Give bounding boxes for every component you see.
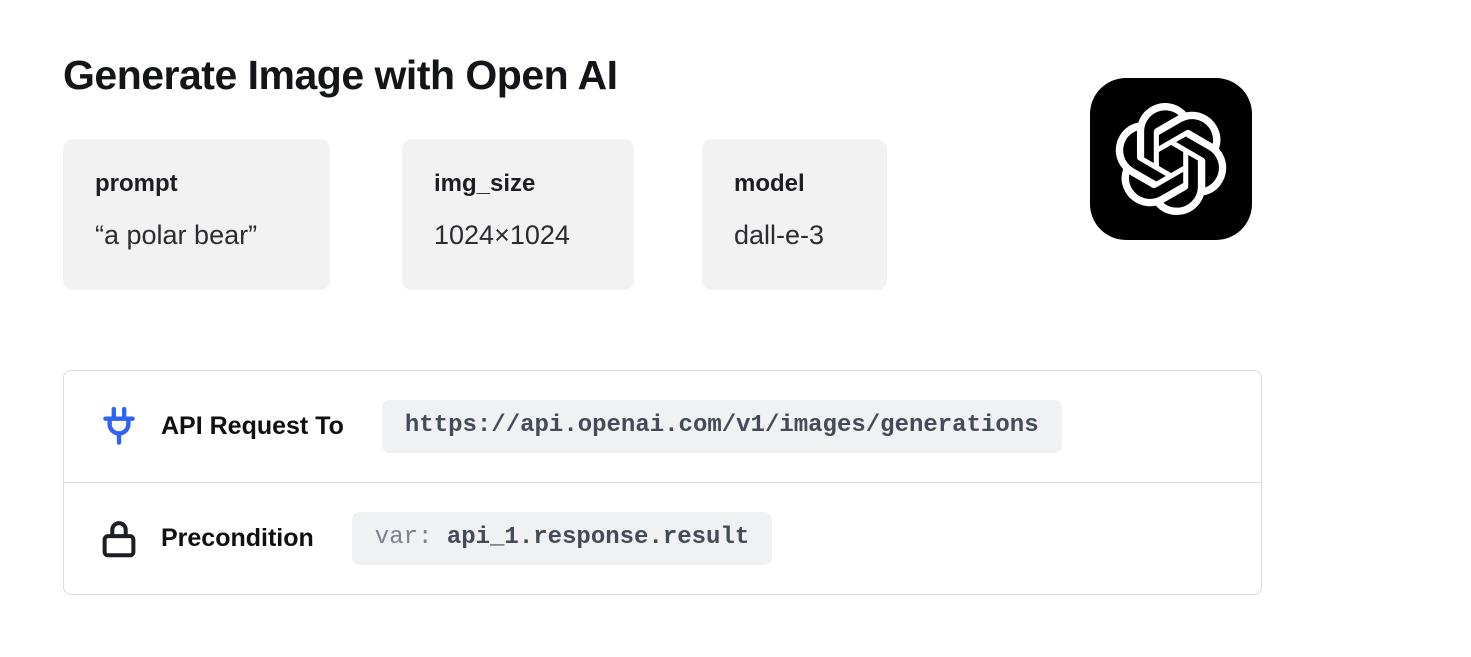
param-value: 1024×1024 — [434, 220, 570, 250]
var-prefix: var: — [374, 524, 447, 552]
param-name: model — [734, 170, 805, 197]
param-card-model: model dall-e-3 — [702, 139, 887, 290]
api-url-chip: https://api.openai.com/v1/images/generat… — [381, 400, 1062, 453]
param-name: prompt — [95, 170, 178, 197]
param-card-prompt: prompt “a polar bear” — [63, 139, 330, 290]
plug-icon — [94, 399, 144, 455]
param-value: “a polar bear” — [95, 220, 258, 250]
request-card: API Request To https://api.openai.com/v1… — [63, 370, 1262, 595]
openai-flower-icon — [1115, 103, 1227, 215]
param-name: img_size — [434, 170, 536, 197]
param-value: dall-e-3 — [734, 220, 825, 250]
page-title: Generate Image with Open AI — [63, 52, 618, 98]
openai-logo — [1090, 78, 1252, 240]
param-card-img-size: img_size 1024×1024 — [402, 139, 634, 290]
precondition-label: Precondition — [161, 524, 314, 552]
api-request-label: API Request To — [161, 412, 344, 440]
api-request-row: API Request To https://api.openai.com/v1… — [64, 371, 1261, 482]
var-value: api_1.response.result — [446, 524, 750, 552]
precondition-row: Precondition var: api_1.response.result — [64, 482, 1261, 594]
precondition-var-chip: var: api_1.response.result — [351, 512, 773, 565]
lock-icon — [94, 511, 144, 567]
